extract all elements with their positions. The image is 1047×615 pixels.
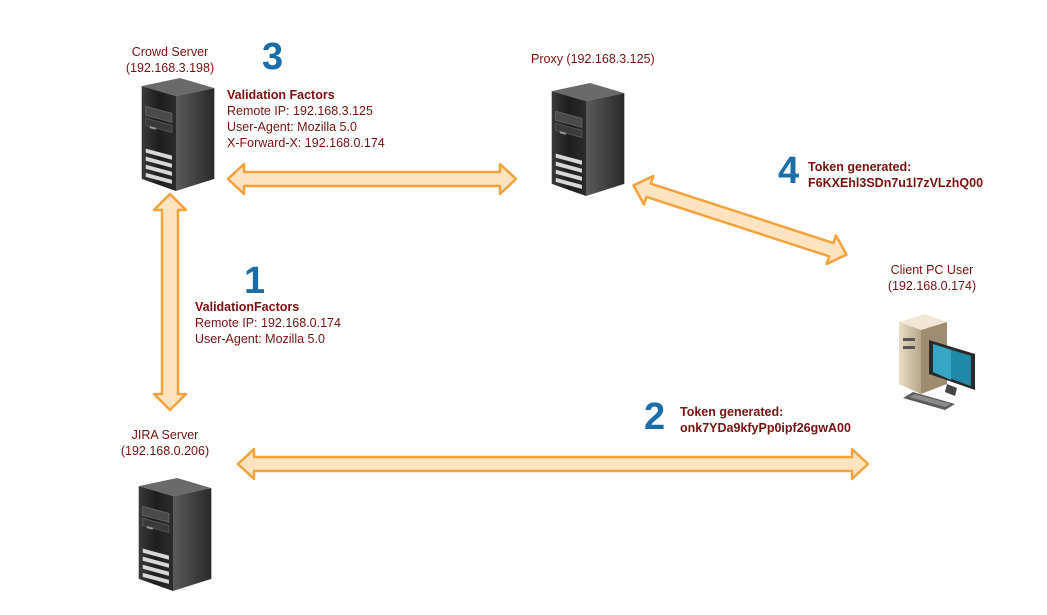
- arrow-proxy-client: [632, 174, 848, 266]
- jira-server-icon: [138, 478, 212, 592]
- proxy-server-icon: [551, 83, 625, 197]
- step-4-annotation: Token generated: F6KXEhl3SDn7u1l7zVLzhQ0…: [808, 159, 983, 191]
- step-4-number: 4: [778, 150, 800, 192]
- step-4-token: F6KXEhl3SDn7u1l7zVLzhQ00: [808, 176, 984, 190]
- step-3-annotation: Validation Factors Remote IP: 192.168.3.…: [227, 87, 385, 151]
- crowd-server-icon: [141, 78, 215, 192]
- step-3-line: X-Forward-X: 192.168.0.174: [227, 136, 385, 150]
- step-2-token: onk7YDa9kfyPp0ipf26gwA00: [680, 421, 851, 435]
- step-1-line: Remote IP: 192.168.0.174: [195, 316, 341, 330]
- client-pc-label: Client PC User (192.168.0.174): [862, 262, 1002, 294]
- client-pc-ip: (192.168.0.174): [887, 279, 977, 293]
- step-1-annotation: ValidationFactors Remote IP: 192.168.0.1…: [195, 299, 341, 347]
- step-2-annotation: Token generated: onk7YDa9kfyPp0ipf26gwA0…: [680, 404, 851, 436]
- jira-server-ip: (192.168.0.206): [120, 444, 210, 458]
- step-1-number: 1: [244, 260, 266, 302]
- step-2-title: Token generated:: [680, 405, 784, 419]
- step-4-title: Token generated:: [808, 160, 912, 174]
- client-pc-icon: [899, 314, 975, 410]
- crowd-server-name: Crowd Server: [131, 45, 209, 59]
- step-1-title: ValidationFactors: [195, 300, 300, 314]
- step-3-line: Remote IP: 192.168.3.125: [227, 104, 373, 118]
- step-1-line: User-Agent: Mozilla 5.0: [195, 332, 325, 346]
- step-2-number: 2: [644, 396, 666, 438]
- client-pc-name: Client PC User: [890, 263, 974, 277]
- proxy-label: Proxy (192.168.3.125): [531, 52, 655, 66]
- crowd-server-ip: (192.168.3.198): [125, 61, 215, 75]
- step-3-title: Validation Factors: [227, 88, 335, 102]
- step-3-number: 3: [262, 36, 284, 78]
- arrow-crowd-proxy: [226, 162, 518, 196]
- jira-server-label: JIRA Server (192.168.0.206): [90, 427, 240, 459]
- step-3-line: User-Agent: Mozilla 5.0: [227, 120, 357, 134]
- jira-server-name: JIRA Server: [131, 428, 199, 442]
- arrow-jira-client: [236, 447, 870, 481]
- crowd-server-label: Crowd Server (192.168.3.198): [95, 44, 245, 76]
- arrow-crowd-jira: [152, 192, 188, 412]
